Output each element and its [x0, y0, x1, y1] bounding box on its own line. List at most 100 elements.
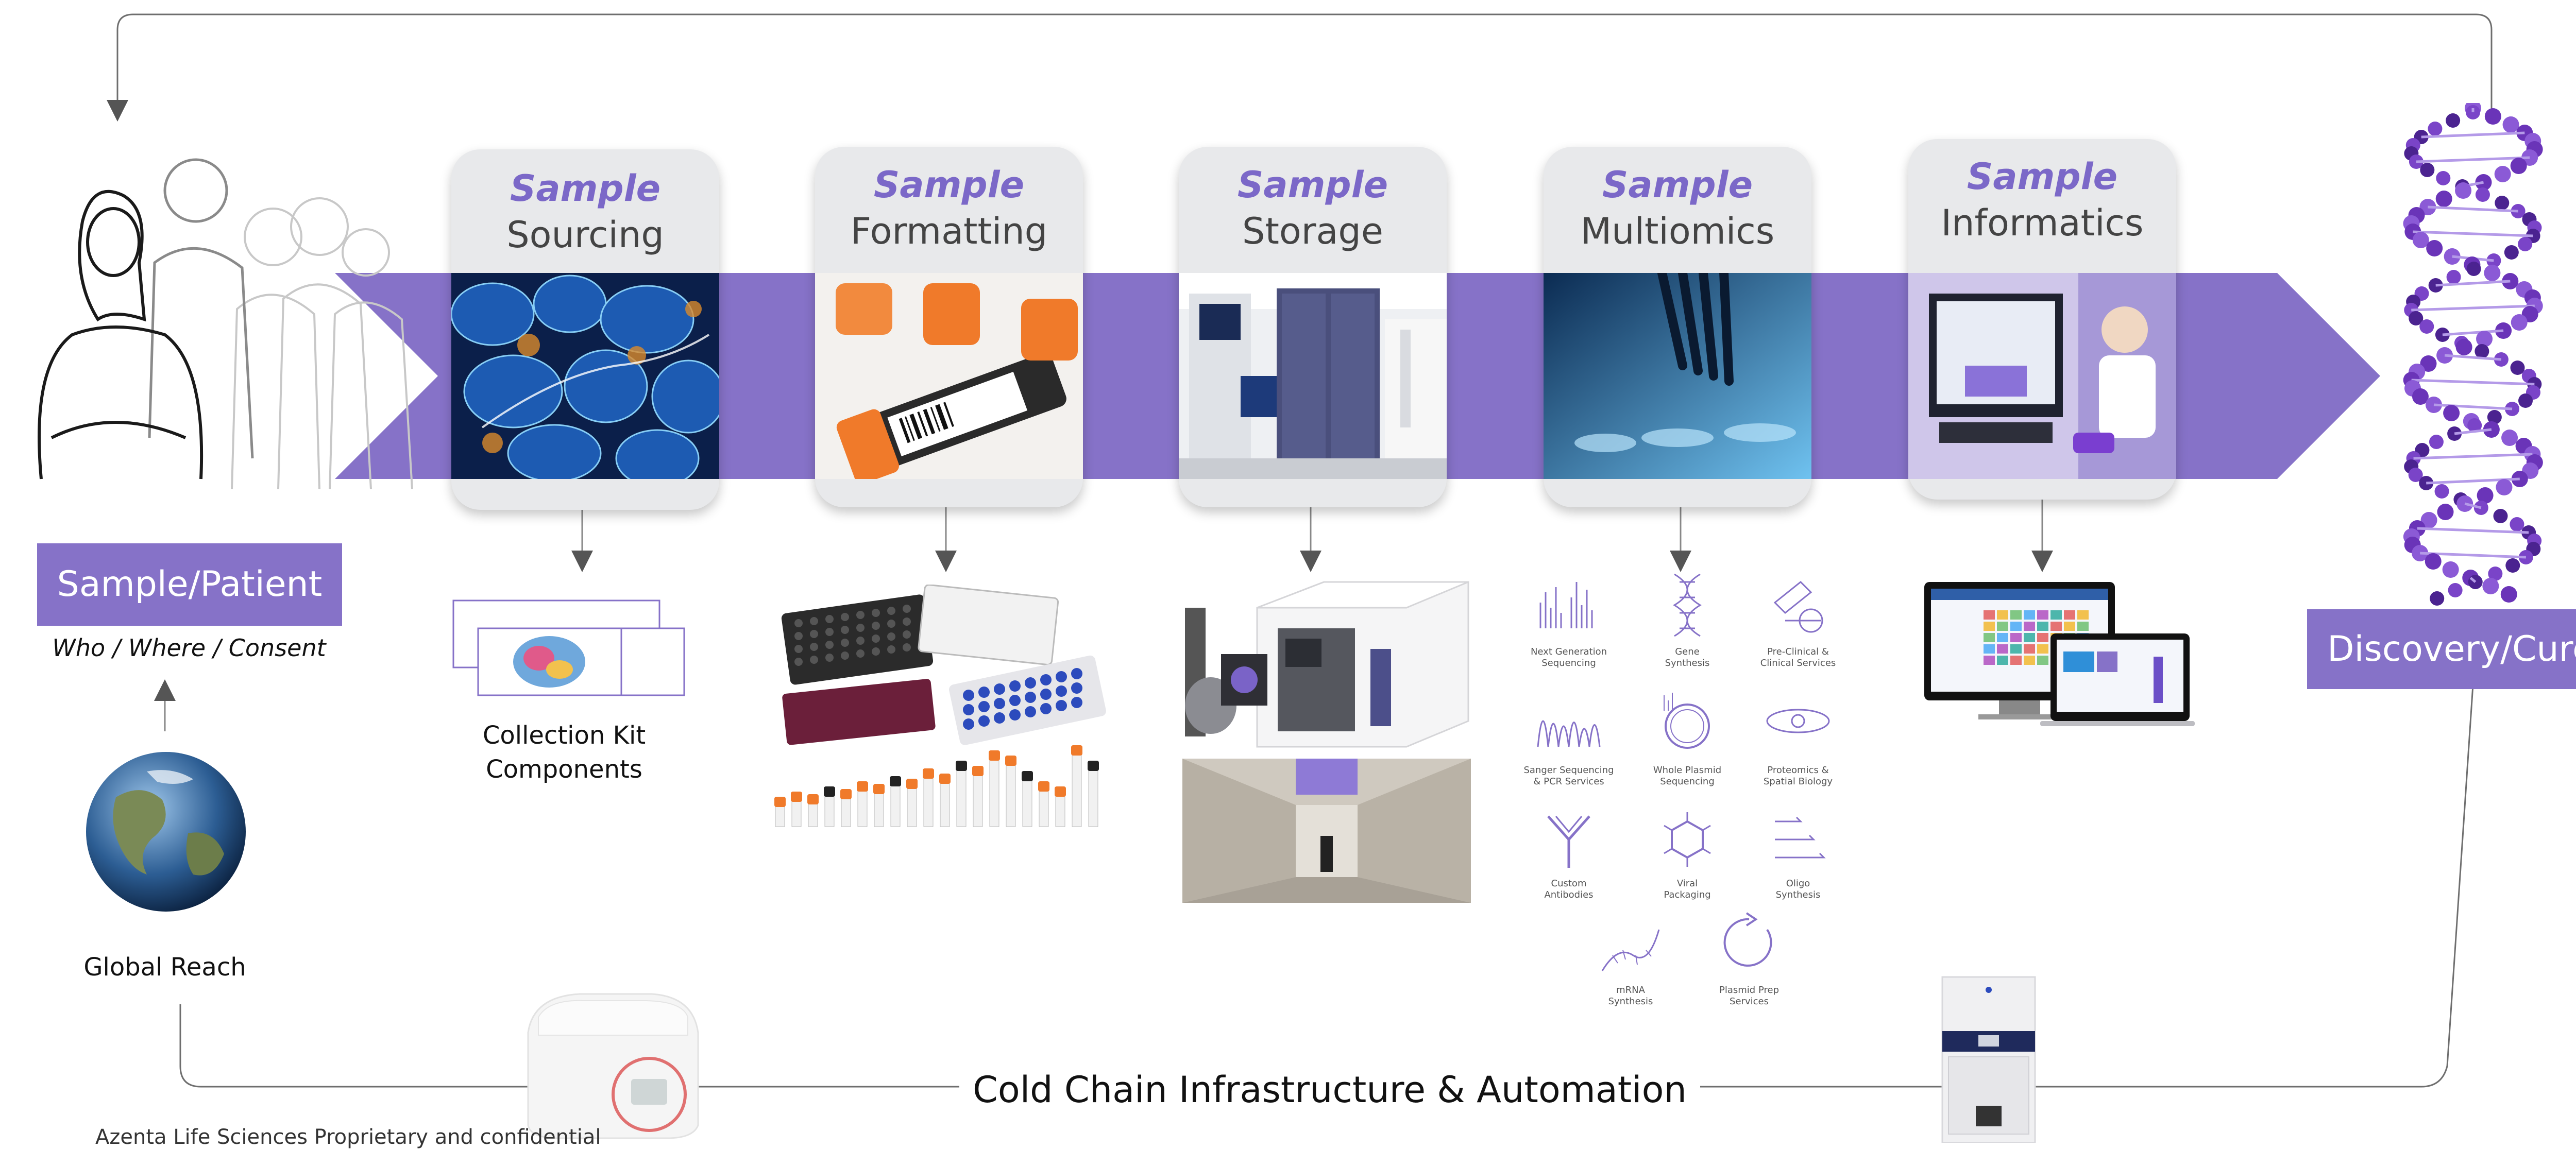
service-label: Proteomics & Spatial Biology — [1763, 765, 1833, 787]
sequencing-bars-icon — [1539, 582, 1593, 628]
helix-bead — [2412, 388, 2429, 405]
plate-well — [810, 643, 818, 651]
sample-tube-cap — [1005, 756, 1016, 766]
plate-well — [872, 609, 880, 617]
plate-well — [794, 645, 803, 653]
heatmap-cell — [2064, 610, 2075, 620]
heatmap-cell — [2024, 633, 2035, 642]
sample-tube-cap — [1038, 781, 1049, 792]
helix-bead — [2505, 558, 2520, 573]
helix-bead — [2446, 113, 2461, 128]
sample-tube — [808, 803, 818, 827]
helix-rung — [2413, 230, 2533, 237]
step-kicker: Sample — [873, 164, 1025, 206]
sample-tube — [907, 787, 917, 827]
sample-tube-cap — [824, 786, 835, 797]
collection-kit-image — [452, 599, 685, 696]
plate-well — [825, 615, 834, 623]
step-kicker: Sample — [510, 167, 661, 210]
sourcing-cells-photo — [451, 273, 719, 479]
helix-bead — [2420, 163, 2435, 177]
plate-well — [887, 607, 895, 615]
sample-tube-cap — [989, 750, 1000, 761]
consent-subtitle: Who / Where / Consent — [52, 634, 326, 662]
collection-kit-caption-line2: Components — [486, 755, 642, 784]
tube-rack-well — [1025, 677, 1036, 689]
sample-tube — [989, 759, 999, 827]
service-label: mRNA Synthesis — [1608, 985, 1653, 1007]
helix-bead — [2434, 484, 2449, 499]
helix-bead — [2467, 418, 2482, 433]
heatmap-cell — [1984, 633, 1995, 642]
sample-tube — [1055, 795, 1065, 827]
helix-rung — [2442, 329, 2504, 336]
sample-tube — [1006, 764, 1016, 827]
helix-bead — [2429, 435, 2444, 449]
heatmap-cell — [1997, 622, 2008, 631]
helix-bead — [2437, 504, 2454, 520]
helix-bead — [2436, 171, 2451, 185]
plate-well — [872, 622, 880, 630]
tube-rack-well — [994, 712, 1005, 724]
heatmap-cell — [2037, 644, 2048, 654]
sample-patient-label: Sample/Patient — [37, 543, 342, 626]
step-name-multiomics: Multiomics — [1580, 210, 1775, 252]
helix-bead — [2447, 426, 2462, 441]
proteomics-icon — [1766, 709, 1830, 733]
helix-bead — [2487, 410, 2502, 424]
helix-bead — [2518, 550, 2533, 564]
service-label: Pre-Clinical & Clinical Services — [1760, 646, 1836, 668]
formatting-tubes-photo — [815, 273, 1083, 479]
heatmap-cell — [1997, 656, 2008, 665]
service-label: Custom Antibodies — [1544, 878, 1594, 900]
sample-tube-cap — [774, 797, 786, 807]
helix-bead — [2482, 578, 2499, 594]
tube-rack-well — [1025, 706, 1036, 717]
helix-bead — [2484, 265, 2501, 281]
tube-rack-well — [1071, 697, 1082, 708]
globe-image — [86, 752, 246, 912]
helix-bead — [2510, 158, 2527, 174]
sample-tube — [956, 769, 967, 827]
plate-well — [841, 639, 849, 647]
global-reach-caption: Global Reach — [83, 953, 246, 982]
chromatogram-icon — [1537, 720, 1601, 747]
sample-tube — [824, 795, 835, 827]
heatmap-cell — [1997, 644, 2008, 654]
helix-bead — [2448, 583, 2463, 597]
plate-well — [794, 632, 803, 640]
dna-helix-icon — [1673, 573, 1702, 637]
helix-bead — [2428, 122, 2443, 136]
plate-well — [841, 651, 849, 660]
helix-rung — [2454, 428, 2492, 435]
helix-bead — [2510, 517, 2524, 531]
plate-well — [887, 645, 895, 654]
helix-bead — [2510, 361, 2525, 375]
heatmap-cell — [2050, 610, 2062, 620]
plate-well — [887, 632, 895, 641]
lab-tools-icon — [1773, 580, 1823, 633]
service-label: Oligo Synthesis — [1775, 878, 1821, 900]
service-label: Gene Synthesis — [1665, 646, 1710, 668]
helix-bead — [2468, 575, 2483, 589]
tube-rack-well — [1040, 689, 1052, 700]
helix-bead — [2442, 561, 2459, 578]
sample-tube-cap — [873, 784, 885, 794]
discovery-cure-label: Discovery/Cure — [2307, 609, 2576, 689]
sample-tube — [791, 800, 802, 827]
helix-bead — [2476, 331, 2493, 347]
heatmap-cell — [2010, 656, 2022, 665]
heatmap-cell — [2077, 610, 2089, 620]
heatmap-cell — [1984, 610, 1995, 620]
multiomics-pipette-photo — [1544, 273, 1811, 479]
plate-well — [872, 647, 880, 656]
helix-bead — [2426, 240, 2443, 256]
informatics-workstation-photo — [1908, 273, 2176, 479]
sample-tube-cap — [1071, 745, 1082, 756]
sample-tube-cap — [840, 789, 852, 799]
plate-well — [810, 630, 818, 638]
sample-tube — [775, 805, 785, 827]
helix-bead — [2495, 322, 2512, 339]
helix-bead — [2493, 509, 2508, 523]
virus-icon — [1664, 812, 1711, 867]
